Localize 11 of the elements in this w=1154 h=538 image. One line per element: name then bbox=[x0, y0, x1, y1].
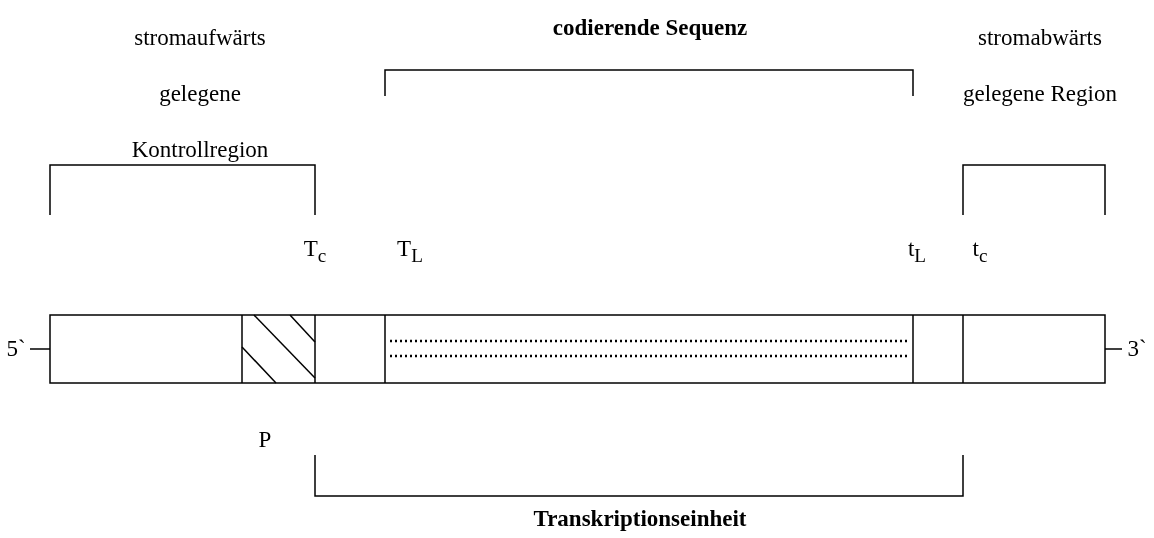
region-label: Transkriptionseinheit bbox=[532, 505, 748, 533]
site-label: t$_{L}$ bbox=[906, 235, 928, 268]
promoter-label: P bbox=[257, 426, 273, 454]
site-label: T$_{c}$ bbox=[302, 235, 328, 268]
region-label: stromabwärts gelegene Region bbox=[962, 24, 1118, 108]
region-label: stromaufwärts gelegene Kontrollregion bbox=[130, 24, 270, 164]
strand-end-label: 3` bbox=[1126, 335, 1148, 363]
strand-end-label: 5` bbox=[5, 335, 27, 363]
region-label: codierende Sequenz bbox=[551, 14, 749, 42]
site-label: T$_{L}$ bbox=[396, 235, 424, 268]
site-label: t$_{c}$ bbox=[971, 235, 989, 268]
